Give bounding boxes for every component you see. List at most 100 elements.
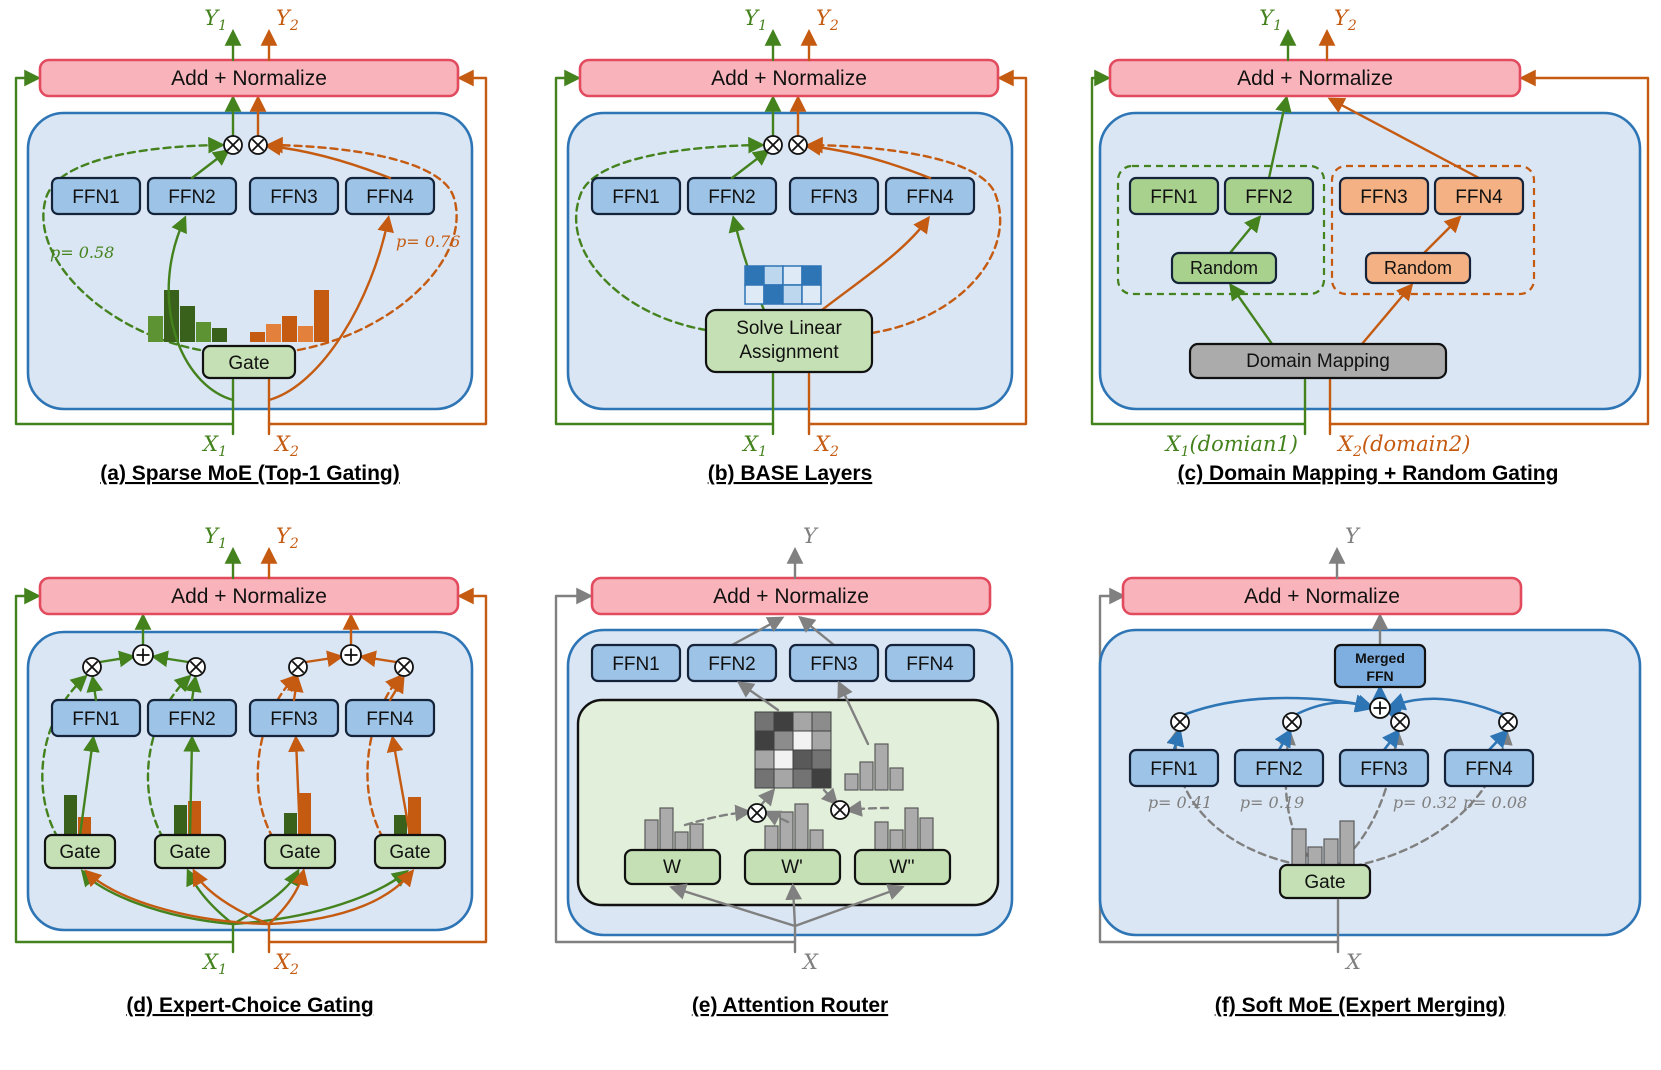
ffn3-to-addbar — [798, 615, 836, 647]
w-prime-histogram-bar — [794, 803, 809, 851]
x-fan-w — [669, 883, 797, 928]
matrix-cell — [782, 284, 803, 305]
residual-path-x2 — [807, 69, 1028, 426]
ffn4-box — [1443, 748, 1535, 788]
w-histogram-bar — [689, 823, 704, 851]
gate-histogram-bar — [408, 797, 421, 835]
residual-path-x1 — [554, 69, 775, 426]
gate-histogram-bar — [148, 316, 163, 342]
w-histogram-bar — [674, 831, 689, 851]
ffn4-label: FFN4 — [906, 654, 954, 675]
w-dprime-histogram-bar — [874, 821, 889, 851]
gate-histogram-bar — [298, 793, 311, 835]
gate2-label: Gate — [169, 842, 210, 863]
route-to-ffn4 — [820, 215, 930, 312]
random-to-ffn2 — [1228, 215, 1262, 255]
domain-mapping-label: Domain Mapping — [1246, 351, 1390, 372]
ffn3-box — [1338, 748, 1430, 788]
add-normalize-label: Add + Normalize — [1237, 67, 1393, 90]
add-normalize-bar — [1108, 58, 1522, 98]
solver-label-line1: Solve Linear — [736, 318, 842, 339]
ffn2-label: FFN2 — [1245, 187, 1293, 208]
caption-c: (c) Domain Mapping + Random Gating — [1178, 462, 1559, 485]
gate-histogram-bar — [394, 815, 407, 835]
ffn2-box — [1223, 176, 1315, 216]
matrix-cell — [744, 284, 765, 305]
matrix-cell — [773, 749, 794, 770]
gate3-to-ffn3 — [288, 734, 305, 837]
w-to-otimes — [683, 804, 753, 827]
oplus-icon — [1369, 697, 1391, 719]
ffn4-box — [1433, 176, 1525, 216]
x1-domain-label: X1(domian1) — [1164, 432, 1298, 460]
gate2-box — [153, 833, 227, 870]
probability-label-orange: p= 0.76 — [396, 232, 460, 251]
panel-c-domain-mapping: FFN1 FFN2 FFN3 FFN4 Random Random Domain… — [1090, 6, 1650, 485]
y1-label: Y1 — [1259, 6, 1282, 34]
x2-fan-gate1 — [84, 869, 271, 926]
assignment-path-green — [574, 136, 766, 332]
gate1-to-ffn1 — [78, 735, 100, 837]
panel-e-attention-router: FFN1 FFN2 FFN3 FFN4 — [554, 524, 1014, 1017]
gate-histogram-bar — [1323, 838, 1339, 866]
residual-path-x2 — [1328, 69, 1650, 426]
residual-path-x — [554, 587, 797, 944]
ffn2-to-addbar — [1267, 95, 1292, 180]
w-histogram-bar — [644, 819, 659, 851]
w-dprime-histogram-bar — [904, 807, 919, 851]
ffn4-to-otimes — [388, 675, 405, 702]
y1-label: Y1 — [204, 6, 227, 34]
matrix-cell — [811, 711, 832, 732]
matrix-cell — [754, 768, 775, 789]
ffn4-label: FFN4 — [1465, 759, 1513, 780]
oplus-icon — [340, 644, 362, 666]
otimes3-to-oplus — [304, 650, 344, 668]
gate-histogram-bar — [282, 316, 297, 342]
otimes2-to-oplus — [1295, 694, 1376, 716]
score-histogram-bar — [874, 743, 889, 791]
matrix-cell — [773, 730, 794, 751]
ffn2-to-otimes — [184, 675, 202, 702]
token-route-orange — [267, 215, 394, 402]
ffn2-label: FFN2 — [1255, 759, 1303, 780]
ffn3-box — [788, 643, 880, 683]
matrix-cell — [792, 711, 813, 732]
otimes-icon — [1390, 712, 1410, 732]
ffn3-label: FFN3 — [810, 187, 858, 208]
ffn3-to-otimes — [286, 675, 304, 702]
x2-label: X2 — [813, 432, 839, 460]
ffn4-to-addbar — [1327, 97, 1481, 180]
otimes-to-matrix — [758, 788, 776, 807]
green-expert-group — [1116, 164, 1326, 296]
ffn2-to-otimes — [730, 148, 771, 180]
score-histogram-bar — [889, 767, 904, 791]
gate-weight-path-orange — [265, 136, 458, 352]
w-prime-label: W' — [781, 857, 803, 878]
matrix-cell — [754, 730, 775, 751]
w-histogram-bar — [659, 807, 674, 851]
ffn3-label: FFN3 — [1360, 759, 1408, 780]
ffn1-label: FFN1 — [612, 187, 660, 208]
matrix-cell — [792, 749, 813, 770]
solver-box — [704, 308, 874, 374]
x2-fan-gate4 — [267, 869, 415, 926]
x-label: X — [1344, 950, 1362, 974]
ffn3-box — [1338, 176, 1430, 216]
ffn1-box — [50, 176, 142, 216]
add-normalize-label: Add + Normalize — [171, 585, 327, 608]
otimes4-to-oplus — [1386, 693, 1504, 716]
ffn1-to-otimes — [1166, 727, 1185, 752]
gate3-label: Gate — [279, 842, 320, 863]
matrix-to-otimes2 — [820, 787, 839, 806]
gate-weight-path-1 — [1166, 728, 1302, 867]
otimes-icon — [830, 800, 850, 820]
gate-histogram-bar — [212, 328, 227, 342]
assignment-matrix — [744, 265, 822, 305]
otimes-icon — [394, 657, 414, 677]
w-prime-histogram-bar — [809, 829, 824, 851]
y-label: Y — [803, 524, 819, 548]
assignment-path-orange — [805, 136, 1002, 335]
x1-fan-gate2 — [186, 868, 235, 926]
w-dprime-box — [853, 848, 952, 886]
ffn1-label: FFN1 — [612, 654, 660, 675]
